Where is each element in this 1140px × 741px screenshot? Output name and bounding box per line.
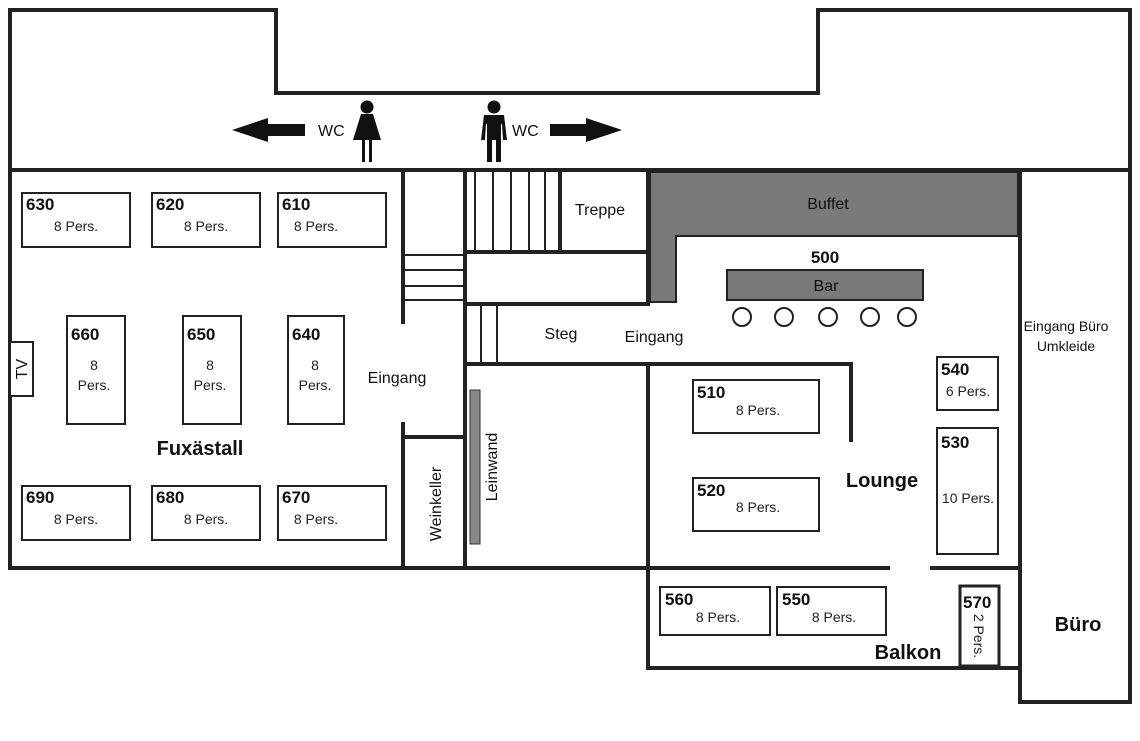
table-capacity: 8 Pers.: [184, 218, 228, 234]
table-number: 540: [941, 360, 969, 379]
fuxastall-entrance-label: Eingang: [368, 370, 427, 387]
bar-stool: [774, 307, 794, 327]
table-number: 620: [156, 195, 184, 214]
table-540[interactable]: 540 6 Pers.: [936, 356, 999, 411]
table-number: 640: [292, 325, 320, 344]
table-capacity: 10 Pers.: [942, 490, 994, 506]
table-number: 550: [782, 590, 810, 609]
table-number: 690: [26, 488, 54, 507]
table-capacity: 6 Pers.: [946, 383, 990, 399]
tv-label: TV: [14, 358, 31, 379]
bar-label: Bar: [814, 278, 840, 295]
table-capacity: 8 Pers.: [736, 499, 780, 515]
table-capacity: 8: [90, 357, 98, 373]
balkon-label: Balkon: [875, 642, 942, 664]
bar-stool: [860, 307, 880, 327]
buffet-area: [649, 171, 1019, 303]
wc-men-label: WC: [512, 123, 539, 140]
umkleide-label: Umkleide: [1037, 338, 1096, 354]
tables: 630 8 Pers. 620 8 Pers. 610 8 Pers. 660 …: [21, 192, 1001, 668]
table-570[interactable]: 570 2 Pers.: [958, 584, 1001, 668]
table-number: 530: [941, 433, 969, 452]
walls: [8, 8, 1132, 704]
stairs: [403, 170, 546, 364]
bar-stools: [732, 307, 917, 327]
table-capacity: 8 Pers.: [736, 402, 780, 418]
table-610[interactable]: 610 8 Pers.: [277, 192, 387, 248]
wc-men-sign: WC: [481, 100, 622, 162]
table-capacity: 8 Pers.: [54, 511, 98, 527]
bar-stool: [818, 307, 838, 327]
man-icon: [481, 100, 507, 162]
table-number: 680: [156, 488, 184, 507]
table-630[interactable]: 630 8 Pers.: [21, 192, 131, 248]
table-670[interactable]: 670 8 Pers.: [277, 485, 387, 541]
table-number: 560: [665, 590, 693, 609]
wc-women-sign: WC: [232, 100, 381, 162]
buero-label: Büro: [1055, 614, 1102, 636]
table-530[interactable]: 530 10 Pers.: [936, 427, 999, 555]
table-560[interactable]: 560 8 Pers.: [659, 586, 771, 636]
weinkeller-label: Weinkeller: [428, 466, 445, 541]
arrow-right-icon: [550, 118, 622, 142]
table-690[interactable]: 690 8 Pers.: [21, 485, 131, 541]
bar-counter: [726, 269, 924, 301]
buffet-label: Buffet: [807, 196, 849, 213]
table-550[interactable]: 550 8 Pers.: [776, 586, 887, 636]
table-capacity: Pers.: [299, 377, 332, 393]
table-capacity: 8 Pers.: [812, 609, 856, 625]
treppe-label: Treppe: [575, 202, 625, 219]
table-650[interactable]: 650 8 Pers.: [182, 315, 242, 425]
table-capacity: 8 Pers.: [696, 609, 740, 625]
screen: [469, 389, 481, 545]
table-number: 520: [697, 481, 725, 500]
table-capacity: 2 Pers.: [971, 614, 987, 658]
table-640[interactable]: 640 8 Pers.: [287, 315, 345, 425]
leinwand-label: Leinwand: [484, 433, 501, 502]
table-capacity: 8 Pers.: [54, 218, 98, 234]
tv-box: [9, 341, 34, 397]
bar-number: 500: [811, 248, 839, 267]
steg-label: Steg: [545, 326, 578, 343]
table-680[interactable]: 680 8 Pers.: [151, 485, 261, 541]
table-capacity: Pers.: [78, 377, 111, 393]
table-660[interactable]: 660 8 Pers.: [66, 315, 126, 425]
table-510[interactable]: 510 8 Pers.: [692, 379, 820, 434]
table-capacity: 8 Pers.: [184, 511, 228, 527]
lounge-label: Lounge: [846, 470, 918, 492]
fuxastall-label: Fuxästall: [157, 438, 244, 460]
table-capacity: 8 Pers.: [294, 218, 338, 234]
table-number: 670: [282, 488, 310, 507]
wc-women-label: WC: [318, 123, 345, 140]
buero-entrance-label: Eingang Büro: [1024, 318, 1109, 334]
table-number: 660: [71, 325, 99, 344]
table-capacity: 8 Pers.: [294, 511, 338, 527]
table-number: 510: [697, 383, 725, 402]
table-number: 610: [282, 195, 310, 214]
table-620[interactable]: 620 8 Pers.: [151, 192, 261, 248]
table-520[interactable]: 520 8 Pers.: [692, 477, 820, 532]
woman-icon: [353, 100, 381, 162]
table-capacity: Pers.: [194, 377, 227, 393]
lounge-entrance-label: Eingang: [625, 329, 684, 346]
bar-stool: [897, 307, 917, 327]
table-capacity: 8: [206, 357, 214, 373]
table-number: 630: [26, 195, 54, 214]
arrow-left-icon: [232, 118, 305, 142]
table-number: 570: [963, 593, 991, 612]
table-number: 650: [187, 325, 215, 344]
table-capacity: 8: [311, 357, 319, 373]
bar-stool: [732, 307, 752, 327]
